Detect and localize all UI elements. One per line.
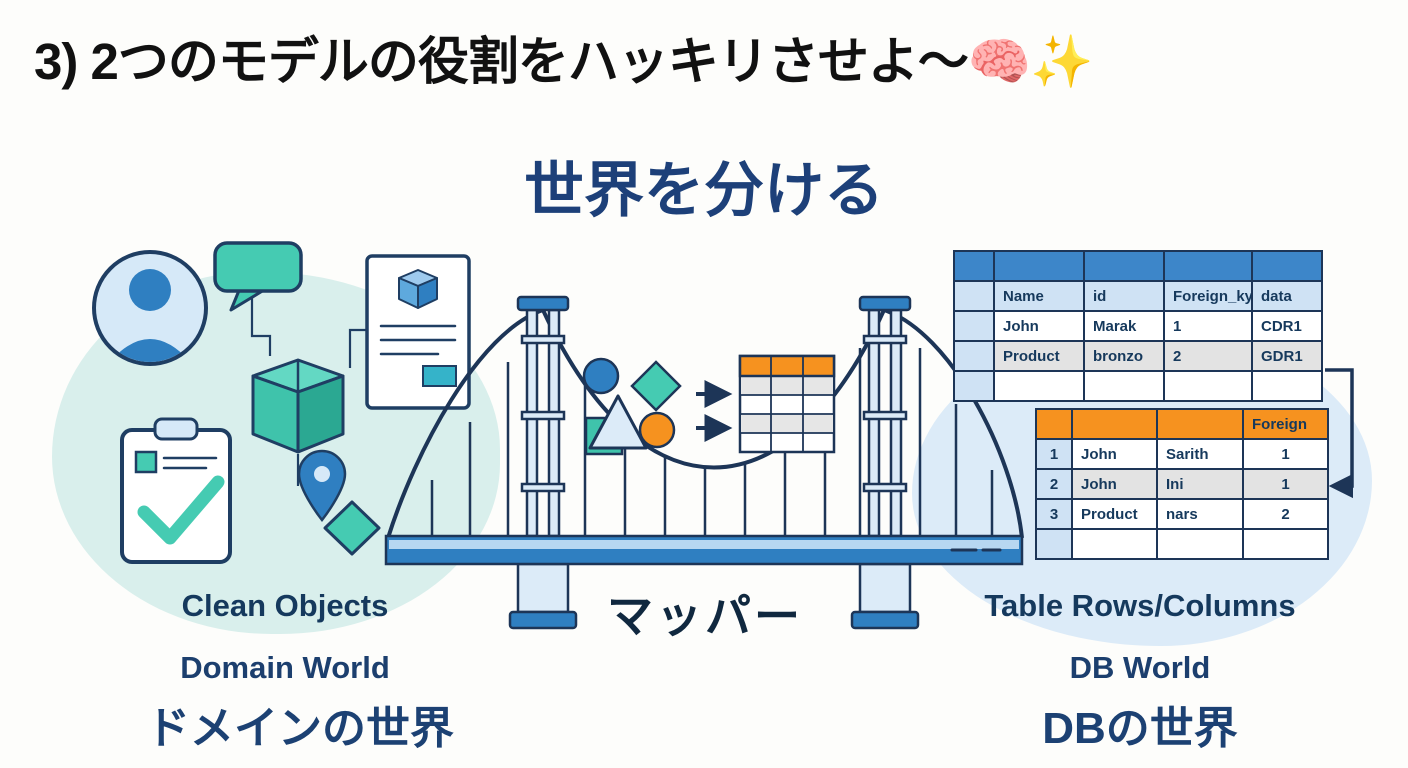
table-cell: 1 [1163, 310, 1253, 342]
table-cell [953, 280, 995, 312]
shape-diamond-icon [630, 360, 682, 412]
table-row: Product bronzo 2 GDR1 [953, 340, 1323, 372]
table-cell: CDR1 [1251, 310, 1323, 342]
table-cell: nars [1156, 498, 1244, 530]
table-cell: Product [993, 340, 1085, 372]
db-table-upper: Name id Foreign_ky data John Marak 1 CDR… [953, 250, 1323, 402]
bridge-deck [384, 534, 1024, 566]
table-row: 2 John Ini 1 [1035, 468, 1329, 500]
table-cell [1035, 528, 1073, 560]
caption-clean-objects: Clean Objects [181, 588, 389, 623]
table-cell: bronzo [1083, 340, 1165, 372]
location-pin-icon [297, 449, 347, 523]
package-box-icon [251, 358, 345, 454]
table-cell: 1 [1242, 438, 1329, 470]
table-cell: 1 [1242, 468, 1329, 500]
chat-bubble-icon [213, 241, 303, 312]
table-row [1035, 528, 1329, 560]
domain-world-label: Domain World [180, 650, 390, 685]
table-cell: 1 [1035, 438, 1073, 470]
table-cell: 3 [1035, 498, 1073, 530]
table-row: 3 Product nars 2 [1035, 498, 1329, 530]
table-cell: John [1071, 468, 1158, 500]
document-cube-icon [365, 254, 471, 410]
column-header: Foreign_ky [1163, 280, 1253, 312]
connector-lines [250, 292, 367, 486]
table-cell [1156, 528, 1244, 560]
caption-table-rows-columns: Table Rows/Columns [984, 588, 1296, 623]
table-row: John Marak 1 CDR1 [953, 310, 1323, 342]
table-cell [1156, 408, 1244, 440]
table-cell: Sarith [1156, 438, 1244, 470]
table-cell [1163, 250, 1253, 282]
column-header: Name [993, 280, 1085, 312]
table-cell: Ini [1156, 468, 1244, 500]
table-cell [1083, 250, 1165, 282]
table-cell: 2 [1163, 340, 1253, 372]
table-cell [993, 370, 1085, 402]
table-cell [1035, 408, 1073, 440]
shape-circle-icon [582, 357, 620, 395]
table-header-row [953, 250, 1323, 282]
bridge-towers [508, 295, 920, 630]
table-cell [1071, 528, 1158, 560]
db-world-label: DB World [1069, 650, 1211, 685]
mini-table-icon [738, 354, 836, 454]
slide-title: 3) 2つのモデルの役割をハッキリさせよ〜🧠✨ [34, 33, 1094, 90]
bridge-illustration [384, 295, 1024, 630]
column-header: Foreign [1242, 408, 1329, 440]
table-cell [953, 370, 995, 402]
table-cell [1242, 528, 1329, 560]
bridge-hangers [430, 348, 994, 536]
db-world-ja-label: DBの世界 [1042, 704, 1238, 753]
avatar-icon [92, 250, 208, 366]
mapper-label: マッパー [607, 590, 803, 642]
table-cell: Product [1071, 498, 1158, 530]
table-cell [1251, 370, 1323, 402]
diamond-icon [323, 500, 381, 556]
table-cell [1163, 370, 1253, 402]
table-cell: John [993, 310, 1085, 342]
table-cell [1083, 370, 1165, 402]
table-cell [953, 340, 995, 372]
table-cell [1251, 250, 1323, 282]
main-heading: 世界を分ける [524, 157, 884, 224]
mapping-arrows [696, 380, 733, 442]
db-table-lower: Foreign 1 John Sarith 1 2 John Ini 1 3 P… [1035, 408, 1329, 560]
column-header: id [1083, 280, 1165, 312]
table-cell [993, 250, 1085, 282]
column-header-row: Name id Foreign_ky data [953, 280, 1323, 312]
table-cell [1071, 408, 1158, 440]
domain-world-ja-label: ドメインの世界 [146, 704, 454, 753]
table-cell: Marak [1083, 310, 1165, 342]
table-cell [953, 250, 995, 282]
column-header: data [1251, 280, 1323, 312]
table-row: 1 John Sarith 1 [1035, 438, 1329, 470]
mapper-shapes [582, 357, 682, 456]
table-cell: 2 [1035, 468, 1073, 500]
table-cell: 2 [1242, 498, 1329, 530]
shape-circle-orange-icon [638, 411, 676, 449]
table-row [953, 370, 1323, 402]
shape-triangle-icon [588, 394, 648, 450]
table-cell: GDR1 [1251, 340, 1323, 372]
table-cell: John [1071, 438, 1158, 470]
table-link-arrow [1325, 368, 1354, 499]
table-cell [953, 310, 995, 342]
table-header-row: Foreign [1035, 408, 1329, 440]
clipboard-check-icon [120, 417, 232, 564]
